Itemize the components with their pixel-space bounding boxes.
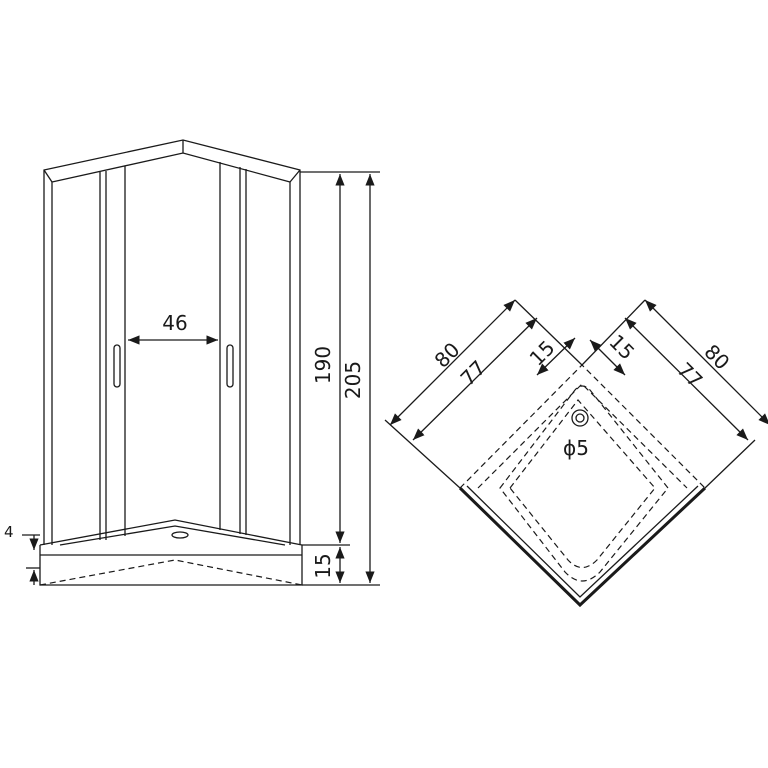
drain-diameter-label: ϕ5 [563,436,589,460]
enclosure-height-label: 190 [311,346,335,384]
left-door-handle [113,344,121,388]
drain-offset-left-label: 15 [525,336,560,371]
top-view: ϕ5 80 77 15 80 77 15 [384,299,768,608]
drain-circle [571,409,589,427]
shower-tray [39,519,303,586]
inner-width-left-label: 77 [456,356,491,391]
inner-width-right-label: 77 [672,358,707,393]
total-height-label: 205 [341,361,365,399]
tray-height-label: 15 [311,553,335,578]
right-door-handle [226,344,234,388]
tray-offset-label: 4 [4,523,14,541]
outer-width-left-label: 80 [430,338,465,373]
enclosure-frame [43,139,301,545]
front-view: 46 190 205 15 4 [4,139,380,586]
door-opening-label: 46 [162,311,187,335]
sliding-doors [99,162,247,540]
outer-width-right-label: 80 [699,340,734,375]
drain [171,531,189,539]
